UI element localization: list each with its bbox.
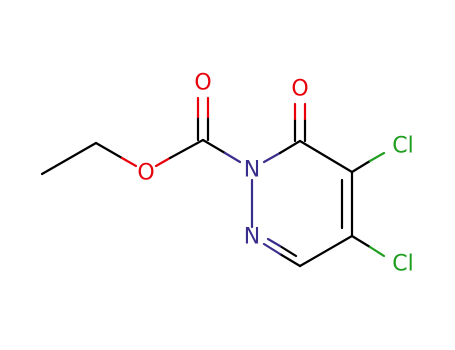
bond-n1-c6-a <box>262 151 282 164</box>
bond-c4-cl-b <box>368 245 386 258</box>
bond-ch3-ch2 <box>40 141 98 176</box>
atom-n1: N <box>244 158 260 183</box>
bond-c3-n2-outer-a <box>278 252 302 268</box>
atom-cl-lower: Cl <box>392 252 413 277</box>
bond-c-n1-b <box>223 151 242 164</box>
atom-n2: N <box>244 225 260 250</box>
atom-o-ether: O <box>137 161 154 186</box>
bond-ch2-o-ether-b <box>120 156 138 168</box>
bond-c3-n2-outer-b <box>262 242 282 256</box>
bond-c4-cl-a <box>350 234 372 249</box>
atom-cl-upper: Cl <box>392 134 413 159</box>
bond-c4-c3 <box>298 234 354 268</box>
bond-n1-c6-b <box>278 139 302 155</box>
atom-o-ring-ketone: O <box>291 77 308 102</box>
bond-ch2-o-ether-a <box>94 141 124 160</box>
atom-o-ester-carbonyl: O <box>194 71 211 96</box>
bond-c-n1-a <box>201 138 227 155</box>
bond-o-ether-c-b <box>168 138 205 160</box>
bond-c5-cl-a <box>350 159 372 174</box>
bond-c6-c5 <box>298 139 354 174</box>
bond-c3-n2-inner-a <box>278 244 298 258</box>
bond-c3-n2-inner-b <box>266 237 282 248</box>
bond-o-ether-c-a <box>154 156 172 168</box>
bond-c5-cl-b <box>368 151 386 163</box>
